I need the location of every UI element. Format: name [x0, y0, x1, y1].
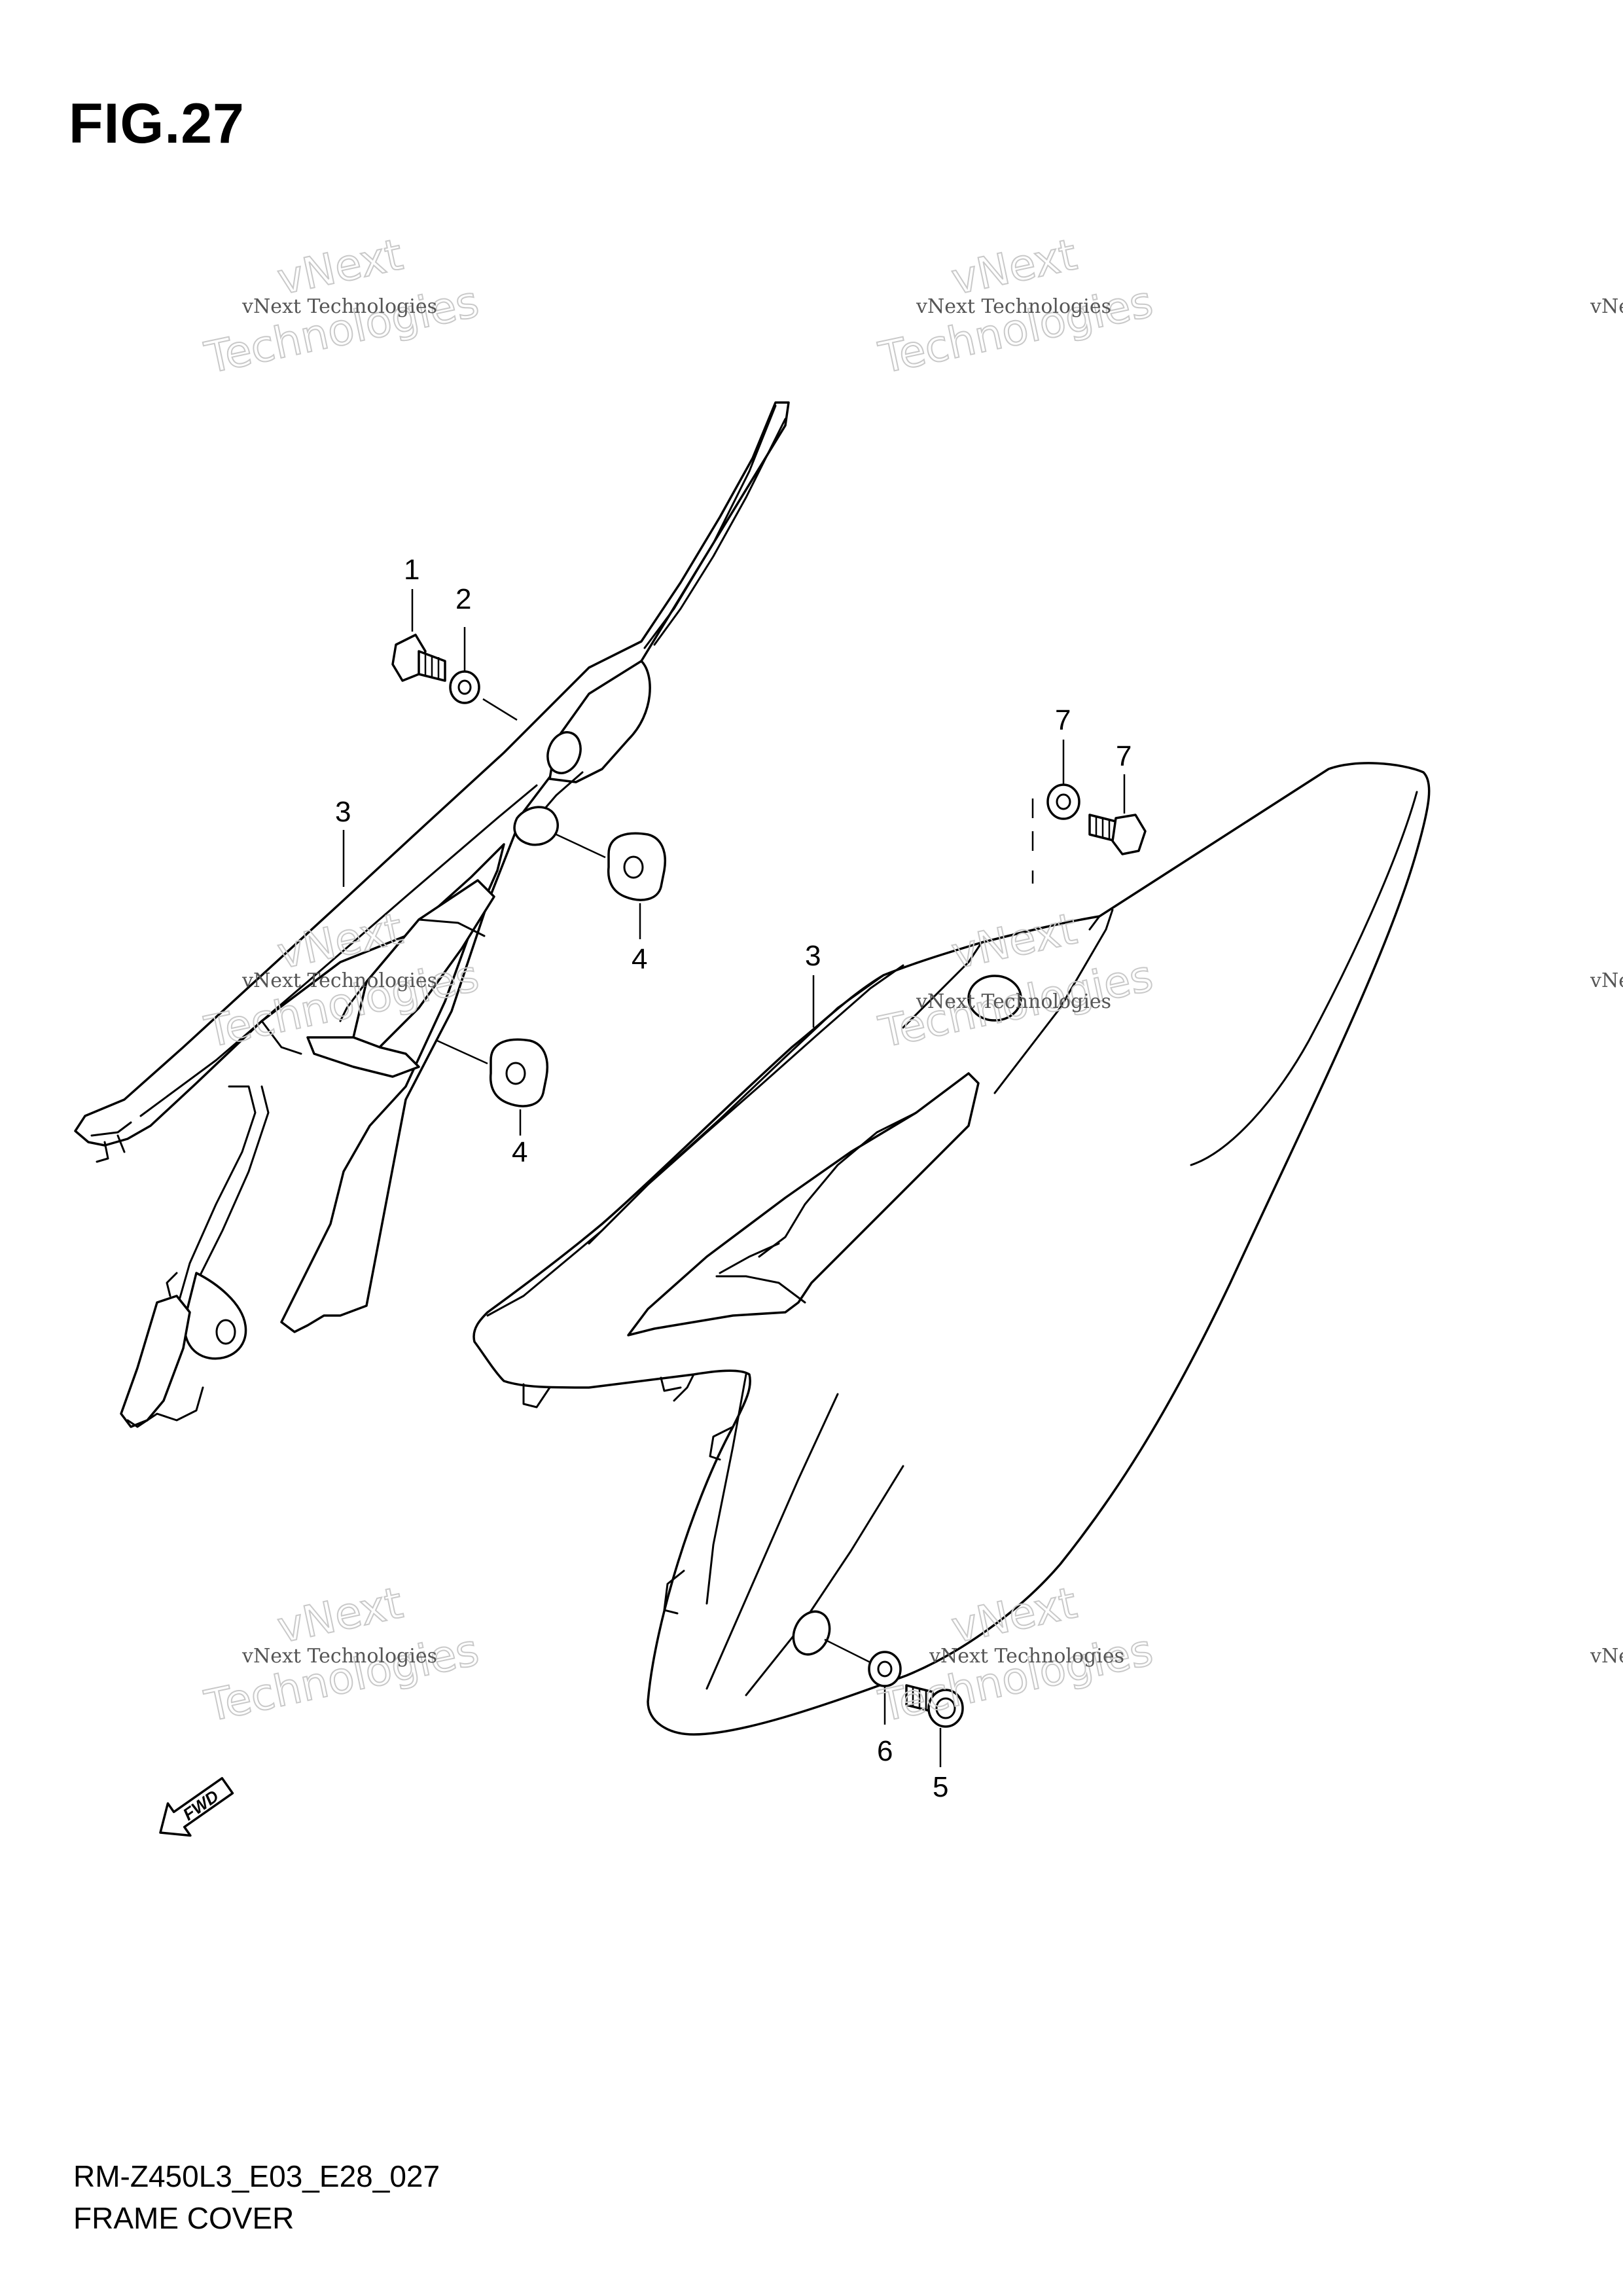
svg-text:vNext Technologies: vNext Technologies	[241, 1645, 437, 1668]
callout-3-left: 1	[404, 554, 419, 586]
part-4-washer-right[interactable]	[1046, 783, 1080, 820]
watermark-top-left: vNext Technologies vNext Technologies	[200, 228, 484, 384]
callout-4-left: 2	[455, 583, 471, 615]
callout-1: 3	[335, 796, 351, 828]
part-3-bolt-right[interactable]	[1088, 814, 1147, 855]
section-name: FRAME COVER	[73, 2201, 294, 2235]
svg-text:vNext: vNext	[273, 1577, 407, 1653]
part-1-left-frame-cover[interactable]	[74, 401, 790, 1428]
watermark-right-edge: vNext Technologies vNext Technologies vN…	[1590, 295, 1623, 1668]
svg-text:vNext Technologies: vNext Technologies	[916, 990, 1111, 1013]
part-2-right-frame-cover[interactable]	[473, 762, 1431, 1736]
part-4-washer-left[interactable]	[449, 670, 480, 704]
watermark-low-left: vNext Technologies vNext Technologies	[200, 1577, 484, 1732]
callout-7-upper: 4	[632, 943, 647, 975]
part-7-grommet-upper[interactable]	[607, 832, 666, 901]
callout-leaders	[342, 589, 1126, 1767]
callout-5: 5	[933, 1771, 948, 1803]
svg-text:vNext Technologies: vNext Technologies	[916, 295, 1111, 318]
callout-3-right: 7	[1116, 740, 1132, 772]
leader-line-grommet-upper	[556, 833, 606, 859]
part-3-bolt-left[interactable]	[391, 634, 446, 682]
svg-text:vNext Technologies: vNext Technologies	[1590, 295, 1623, 318]
svg-text:vNext: vNext	[273, 229, 407, 304]
svg-text:vNext Technologies: vNext Technologies	[929, 1645, 1124, 1668]
part-7-grommet-lower[interactable]	[489, 1038, 548, 1107]
svg-text:vNext Technologies: vNext Technologies	[241, 969, 437, 992]
leader-line-bottom	[824, 1638, 871, 1664]
part-6-washer-bottom[interactable]	[868, 1651, 902, 1687]
callout-4-right: 7	[1055, 704, 1071, 736]
callout-2: 3	[805, 940, 821, 972]
callout-7-lower: 4	[512, 1136, 527, 1168]
part-5-screw-bottom[interactable]	[905, 1684, 964, 1728]
callout-6: 6	[877, 1735, 893, 1767]
svg-text:vNext Technologies: vNext Technologies	[1590, 969, 1623, 992]
watermark-top-center: vNext Technologies vNext Technologies	[874, 228, 1158, 384]
model-code: RM-Z450L3_E03_E28_027	[73, 2159, 440, 2193]
figure-title: FIG.27	[69, 92, 245, 155]
leader-line-bolt-left	[482, 698, 518, 721]
svg-text:vNext Technologies: vNext Technologies	[1590, 1645, 1623, 1668]
leader-line-grommet-lower	[437, 1039, 488, 1065]
fwd-arrow-icon: FWD	[159, 1777, 234, 1837]
svg-text:vNext: vNext	[947, 229, 1081, 304]
svg-text:vNext Technologies: vNext Technologies	[241, 295, 437, 318]
